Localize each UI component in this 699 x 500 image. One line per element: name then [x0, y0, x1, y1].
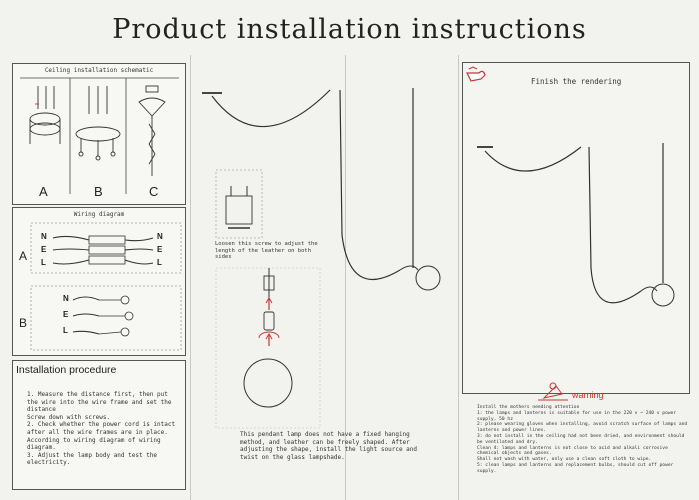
- procedure-step: Screw down with screws.: [27, 413, 111, 421]
- warning-line: 1: the lamps and lanterns is suitable fo…: [477, 410, 677, 422]
- wire-l-right: L: [157, 258, 162, 267]
- schematic-label-c: C: [149, 184, 159, 199]
- ceiling-schematic-drawing: [20, 77, 179, 194]
- wire-n-left: N: [41, 232, 47, 241]
- wiring-row-a-label: A: [19, 249, 28, 263]
- loosen-screw-note: Loosen this screw to adjust the length o…: [215, 241, 318, 260]
- schematic-label-a: A: [39, 184, 48, 199]
- warning-line: 3: do not install in the ceiling had not…: [477, 433, 685, 445]
- warning-line: Install the mothers needing attention: [477, 405, 580, 410]
- procedure-step: 2. Check whether the power cord is intac…: [27, 421, 176, 436]
- warning-label: warning: [572, 390, 604, 400]
- wiring-row-b-label: B: [19, 316, 28, 330]
- wiring-heading: Wiring diagram: [73, 211, 125, 218]
- procedure-step: 3. Adjust the lamp body and test the ele…: [27, 451, 158, 467]
- warning-notes: Install the mothers needing attention 1:…: [477, 405, 689, 475]
- procedure-step: 1. Measure the distance first, then put …: [27, 391, 172, 414]
- page-title: Product installation instructions: [112, 14, 587, 45]
- installation-bottom-note: This pendant lamp does not have a fixed …: [240, 431, 418, 461]
- wire-e-left: E: [41, 245, 47, 254]
- wire-n-right: N: [157, 232, 163, 241]
- warning-line: Shall not wash with water, only use a cl…: [477, 457, 652, 463]
- schematic-label-b: B: [94, 184, 103, 199]
- wire-l-b: L: [63, 326, 68, 335]
- fold-line: [190, 55, 191, 500]
- rendering-panel: Finish the rendering: [462, 62, 690, 394]
- installation-procedure-panel: Installation procedure 1. Measure the di…: [12, 360, 186, 490]
- ceiling-heading: Ceiling installation schematic: [44, 67, 154, 74]
- finish-rendering-label: Finish the rendering: [531, 77, 622, 86]
- warning-line: 2: please wearing gloves when installing…: [477, 422, 688, 434]
- wire-n-b: N: [63, 294, 69, 303]
- warning-line: Clean 4: lamps and lanterns is not close…: [477, 445, 668, 457]
- wiring-diagram-panel: Wiring diagram A B N E L N E L N E L: [12, 207, 186, 356]
- fold-line: [345, 55, 346, 500]
- procedure-heading: Installation procedure: [16, 364, 117, 376]
- wire-e-right: E: [157, 245, 163, 254]
- procedure-step: According to wiring diagram of wiring di…: [27, 436, 161, 452]
- warning-line: 5: clean lamps and lanterns and replacem…: [477, 462, 674, 474]
- wire-l-left: L: [41, 258, 46, 267]
- finished-lamp-drawing: [466, 66, 675, 307]
- procedure-steps: 1. Measure the distance first, then put …: [27, 391, 181, 467]
- wire-e-b: E: [63, 310, 69, 319]
- wiring-drawing: [30, 222, 182, 351]
- fold-line: [458, 55, 459, 500]
- ceiling-schematic-panel: Ceiling installation schematic: [12, 63, 186, 205]
